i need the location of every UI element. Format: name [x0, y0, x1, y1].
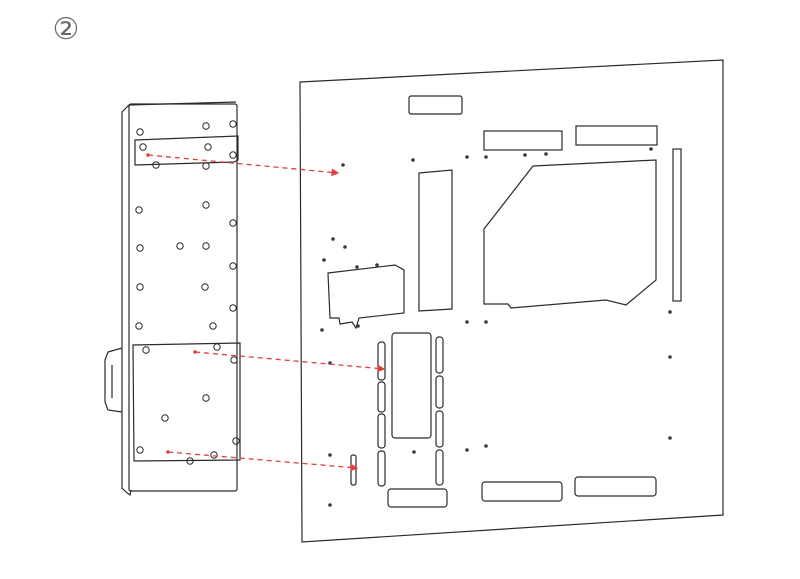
panel-small-slot	[350, 454, 357, 486]
motherboard-cutout	[483, 159, 657, 309]
panel-small-slot	[435, 410, 444, 448]
mount-bracket	[104, 101, 241, 497]
dashed-arrow-icon	[147, 154, 340, 177]
panel-small-slot	[377, 341, 386, 381]
panel-slot-top	[408, 95, 463, 115]
panel-slot-upper-right	[575, 125, 658, 146]
panel-slot-bottom-left	[387, 488, 448, 508]
panel-small-slot	[377, 413, 386, 449]
panel-slot-upper-left	[483, 130, 563, 151]
step-number-badge: ②	[52, 12, 80, 47]
bracket-side-clip	[104, 347, 123, 413]
panel-small-slot	[377, 450, 386, 487]
panel-slot-bottom-right	[574, 476, 657, 497]
case-panel-outline	[299, 59, 724, 543]
panel-holes	[320, 147, 672, 507]
panel-small-slot	[435, 375, 444, 409]
dashed-arrow-icon	[167, 451, 359, 472]
panel-small-slot	[377, 381, 386, 413]
bracket-side-edge	[121, 107, 127, 493]
dashed-arrow-icon	[194, 351, 386, 373]
bracket-screws	[135, 120, 240, 465]
bracket-bottom-plate	[132, 342, 241, 462]
case-panel	[299, 59, 724, 543]
panel-small-slot	[435, 449, 444, 486]
panel-slot-vertical	[418, 169, 453, 312]
screw-icon	[135, 120, 240, 465]
panel-center-cutout	[391, 332, 432, 439]
alignment-arrows	[147, 154, 386, 472]
panel-notched-cutout	[327, 264, 405, 330]
panel-slot-bottom-middle	[481, 481, 563, 502]
panel-small-slot	[435, 336, 444, 374]
panel-slot-right-vertical	[672, 148, 682, 302]
bracket-top-plate	[134, 135, 239, 166]
bracket-face	[128, 103, 238, 492]
